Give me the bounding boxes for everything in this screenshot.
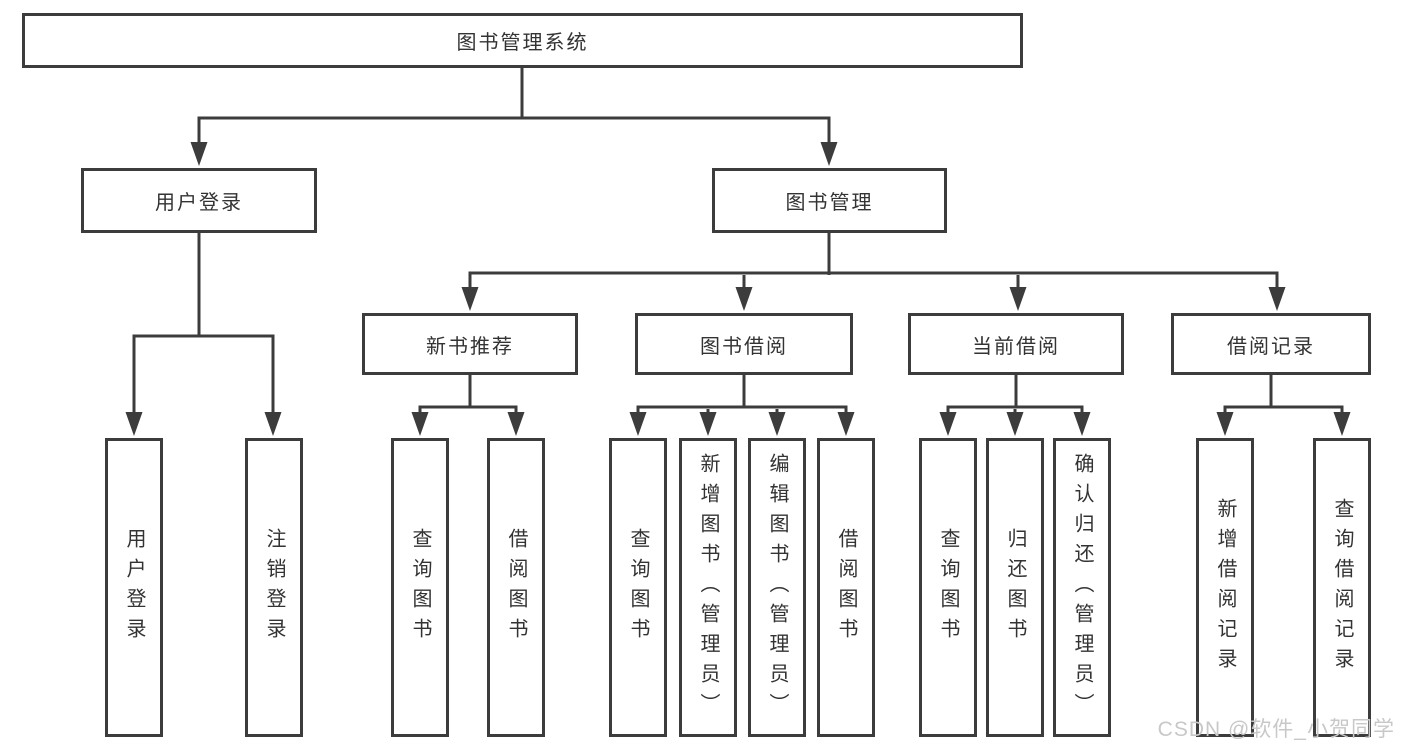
leaf-query-books-current-label: 查询图书 (937, 527, 959, 648)
leaf-query-borrow-record-label: 查询借阅记录 (1331, 497, 1353, 678)
leaf-return-books: 归还图书 (986, 438, 1044, 737)
node-current-borrowing-label: 当前借阅 (972, 335, 1060, 358)
leaf-query-books-recommend-label: 查询图书 (409, 527, 431, 648)
node-borrowing-records-label: 借阅记录 (1227, 335, 1315, 358)
leaf-query-books-recommend: 查询图书 (391, 438, 449, 737)
leaf-query-books-borrowing-label: 查询图书 (627, 527, 649, 648)
leaf-user-login: 用户登录 (105, 438, 163, 737)
node-library-system: 图书管理系统 (22, 13, 1023, 68)
node-current-borrowing: 当前借阅 (908, 313, 1124, 375)
node-book-management: 图书管理 (712, 168, 947, 233)
node-borrowing-records: 借阅记录 (1171, 313, 1371, 375)
node-user-login: 用户登录 (81, 168, 317, 233)
node-new-book-recommendation: 新书推荐 (362, 313, 578, 375)
node-book-borrowing: 图书借阅 (635, 313, 853, 375)
leaf-logout-label: 注销登录 (263, 527, 285, 648)
leaf-borrow-books-borrowing: 借阅图书 (817, 438, 875, 737)
leaf-add-books-admin-label: 新增图书（管理员） (697, 452, 719, 723)
leaf-edit-books-admin-label: 编辑图书（管理员） (766, 452, 788, 723)
leaf-query-books-current: 查询图书 (919, 438, 977, 737)
leaf-add-borrow-record-label: 新增借阅记录 (1214, 497, 1236, 678)
leaf-edit-books-admin: 编辑图书（管理员） (748, 438, 806, 737)
leaf-add-borrow-record: 新增借阅记录 (1196, 438, 1254, 737)
leaf-user-login-label: 用户登录 (123, 527, 145, 648)
leaf-logout: 注销登录 (245, 438, 303, 737)
leaf-borrow-books-borrowing-label: 借阅图书 (835, 527, 857, 648)
csdn-watermark: CSDN @软件_小贺同学 (1157, 718, 1395, 741)
leaf-query-borrow-record: 查询借阅记录 (1313, 438, 1371, 737)
leaf-query-books-borrowing: 查询图书 (609, 438, 667, 737)
leaf-confirm-return-admin-label: 确认归还（管理员） (1071, 452, 1093, 723)
leaf-add-books-admin: 新增图书（管理员） (679, 438, 737, 737)
node-new-book-recommendation-label: 新书推荐 (426, 335, 514, 358)
leaf-confirm-return-admin: 确认归还（管理员） (1053, 438, 1111, 737)
node-library-system-label: 图书管理系统 (456, 32, 589, 54)
leaf-return-books-label: 归还图书 (1004, 527, 1026, 648)
node-book-borrowing-label: 图书借阅 (700, 335, 788, 358)
leaf-borrow-books-recommend: 借阅图书 (487, 438, 545, 737)
node-user-login-label: 用户登录 (155, 192, 243, 214)
node-book-management-label: 图书管理 (785, 192, 874, 214)
leaf-borrow-books-recommend-label: 借阅图书 (505, 527, 527, 648)
